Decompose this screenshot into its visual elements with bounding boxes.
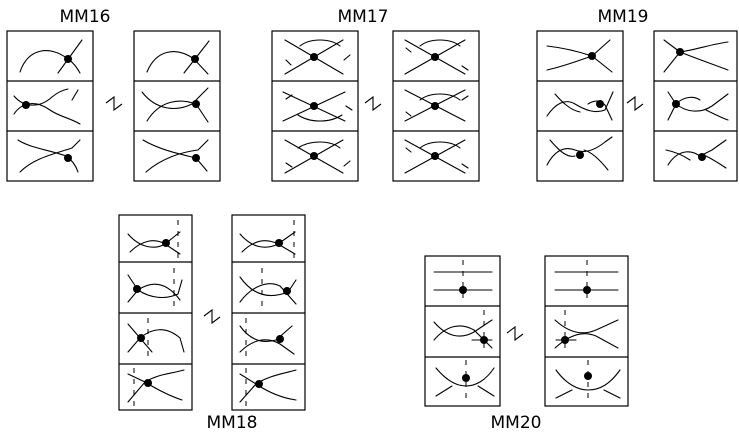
move-mm20: MM20 — [424, 255, 629, 433]
mm19-right-column — [653, 30, 738, 182]
mm18-left-column — [118, 214, 193, 411]
move-mm16: MM16 — [6, 7, 221, 182]
equivalence-arrow-mm17 — [364, 95, 382, 112]
equivalence-arrow-mm20 — [506, 325, 524, 342]
mm18-right-column — [231, 214, 306, 411]
move-mm18: MM18 — [118, 214, 306, 433]
equivalence-arrow-mm19 — [626, 95, 644, 112]
move-label-mm19: MM19 — [598, 7, 649, 27]
move-label-mm18: MM18 — [207, 413, 258, 433]
move-label-mm16: MM16 — [60, 7, 111, 27]
mm20-right-column — [544, 255, 629, 407]
mm17-left-column — [271, 30, 359, 182]
mm16-left-column — [6, 30, 94, 182]
move-mm19: MM19 — [536, 7, 738, 182]
move-label-mm17: MM17 — [338, 7, 389, 27]
move-label-mm20: MM20 — [491, 413, 542, 433]
move-mm17: MM17 — [271, 7, 480, 182]
mm16-right-column — [133, 30, 221, 182]
mm19-left-column — [536, 30, 624, 182]
equivalence-arrow-mm18 — [203, 308, 221, 325]
mm17-right-column — [392, 30, 480, 182]
mm20-left-column — [424, 255, 501, 407]
equivalence-arrow-mm16 — [105, 95, 123, 112]
